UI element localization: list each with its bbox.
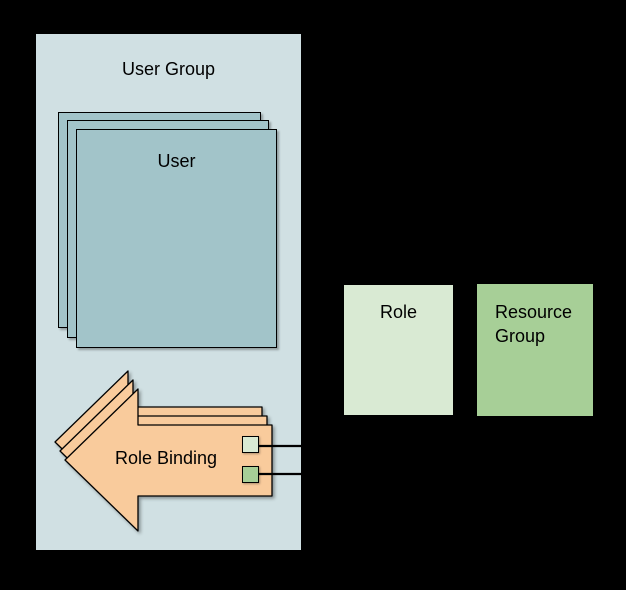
user-square-front (76, 129, 277, 348)
resource-group-port-square (242, 466, 259, 483)
role-box (344, 285, 453, 415)
resource-group-box (477, 284, 593, 416)
role-port-square (242, 436, 259, 453)
